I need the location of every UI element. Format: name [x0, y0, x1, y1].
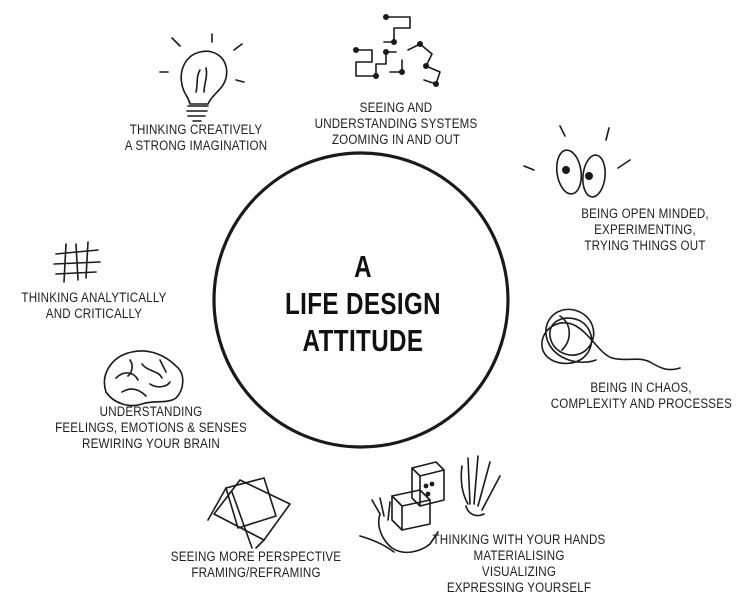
label-line: SEEING MORE PERSPECTIVE	[170, 549, 342, 564]
brain-icon	[103, 350, 184, 407]
label-line: THINKING CREATIVELY	[129, 122, 263, 137]
center-circle	[212, 151, 510, 449]
scribble-chaos-icon	[541, 308, 681, 371]
label-line: AND CRITICALLY	[45, 306, 143, 321]
label-line: MATERIALISING	[473, 548, 565, 563]
label-line: BEING IN CHAOS,	[590, 380, 692, 395]
center-title: A LIFE DESIGN ATTITUDE	[266, 248, 461, 359]
label-thinking-hands: THINKING WITH YOUR HANDS MATERIALISING V…	[429, 532, 610, 596]
label-thinking-creatively: THINKING CREATIVELY A STRONG IMAGINATION	[110, 122, 282, 154]
lightbulb-icon	[159, 33, 245, 122]
label-line: THINKING ANALYTICALLY	[21, 290, 167, 305]
label-line: VISUALIZING	[481, 564, 557, 579]
center-title-line-1: A	[354, 249, 372, 284]
label-chaos: BEING IN CHAOS, COMPLEXITY AND PROCESSES	[551, 380, 732, 412]
label-feelings: UNDERSTANDING FEELINGS, EMOTIONS & SENSE…	[52, 404, 250, 452]
perspective-squares-icon	[207, 477, 291, 549]
eyes-icon	[523, 125, 631, 198]
label-line: SEEING AND	[359, 100, 433, 115]
label-analytically: THINKING ANALYTICALLY AND CRITICALLY	[17, 290, 172, 322]
label-line: THINKING WITH YOUR HANDS	[432, 532, 606, 547]
systems-network-icon	[352, 14, 441, 88]
label-line: BEING OPEN MINDED,	[581, 206, 709, 221]
label-line: A STRONG IMAGINATION	[124, 138, 268, 153]
label-line: REWIRING YOUR BRAIN	[82, 436, 220, 451]
label-perspective: SEEING MORE PERSPECTIVE FRAMING/REFRAMIN…	[170, 549, 342, 581]
center-title-line-2: LIFE DESIGN	[284, 286, 442, 321]
grid-icon	[53, 241, 101, 283]
label-line: EXPERIMENTING,	[594, 222, 696, 237]
label-open-minded: BEING OPEN MINDED, EXPERIMENTING, TRYING…	[568, 206, 723, 254]
label-seeing-systems: SEEING AND UNDERSTANDING SYSTEMS ZOOMING…	[310, 100, 482, 148]
hands-cubes-icon	[359, 455, 501, 554]
label-line: FEELINGS, EMOTIONS & SENSES	[55, 420, 247, 435]
label-line: TRYING THINGS OUT	[584, 238, 706, 253]
label-line: ZOOMING IN AND OUT	[331, 132, 461, 147]
label-line: UNDERSTANDING	[99, 404, 203, 419]
center-title-line-3: ATTITUDE	[302, 323, 424, 358]
label-line: COMPLEXITY AND PROCESSES	[550, 396, 733, 411]
label-line: UNDERSTANDING SYSTEMS	[314, 116, 478, 131]
label-line: FRAMING/REFRAMING	[191, 565, 321, 580]
label-line: EXPRESSING YOURSELF	[446, 580, 592, 595]
